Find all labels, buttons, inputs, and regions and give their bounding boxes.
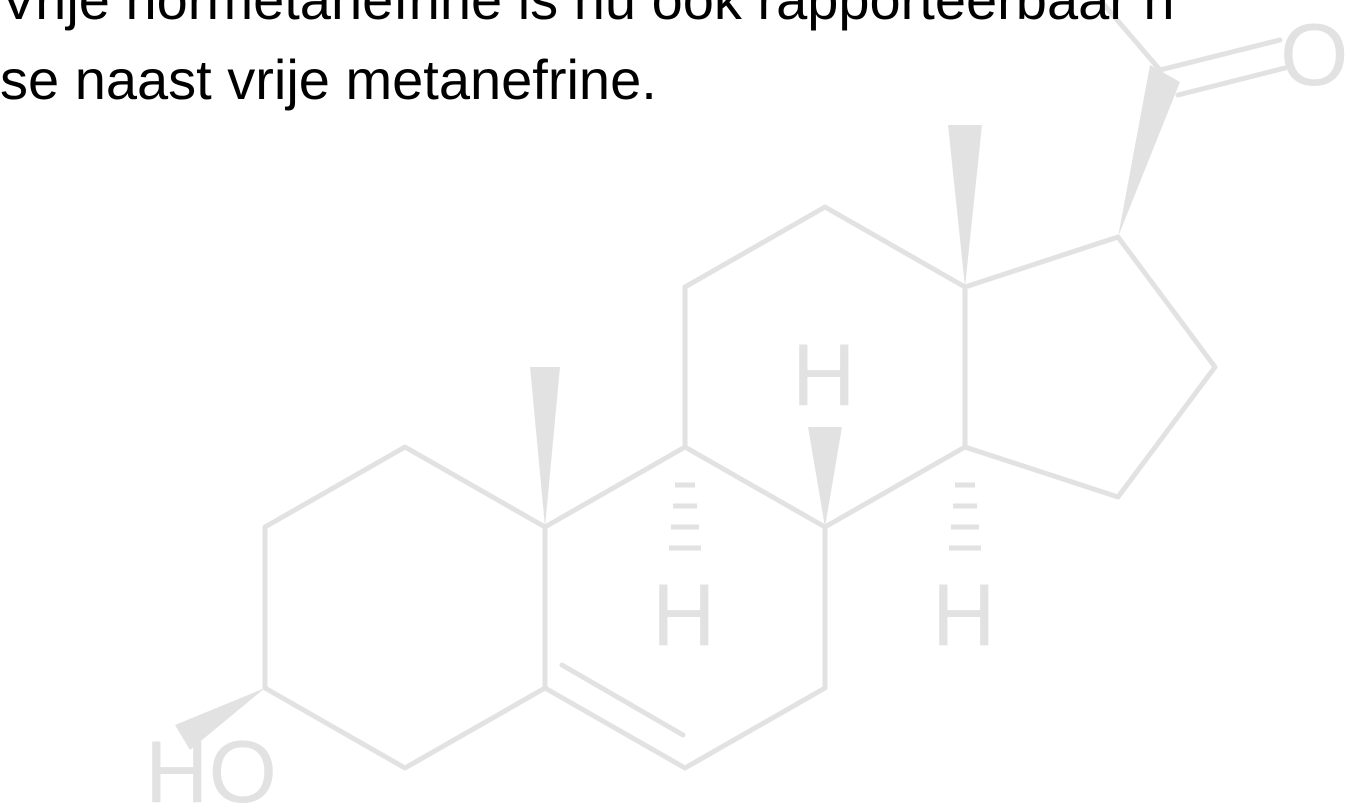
ring-a-lower-bonds [262, 524, 548, 771]
slide-text-line-2: se naast vrije metanefrine. [0, 48, 657, 111]
methyl-wedge-c13 [948, 125, 982, 287]
atom-label-h-top: H [792, 325, 856, 424]
atom-label-h-bottom-right: H [932, 565, 996, 664]
carbonyl-bond-lower [1175, 65, 1288, 98]
ring-c-bonds [682, 204, 968, 530]
h-wedge-c8 [808, 427, 842, 527]
ring-b-double-bond-inner [559, 662, 686, 738]
carbonyl-bond-upper [1157, 37, 1283, 73]
acetyl-wedge [1118, 65, 1180, 237]
ring-b-double-bond [542, 685, 688, 771]
ring-d-bonds [962, 234, 1218, 500]
atom-label-hydroxyl: HO [145, 722, 277, 812]
atom-label-oxygen: O [1280, 5, 1348, 104]
slide-text-line-1: Vrije normetanefrine is nu ook rapportee… [0, 0, 1175, 40]
methyl-wedge-c10 [530, 367, 560, 527]
hydroxyl-wedge [175, 688, 265, 750]
ring-a-bonds [262, 444, 548, 691]
atom-label-h-bottom-left: H [652, 565, 716, 664]
slide-text: Vrije normetanefrine is nu ook rapportee… [0, 0, 1175, 120]
acetyl-methyl-bond [1097, 0, 1163, 73]
